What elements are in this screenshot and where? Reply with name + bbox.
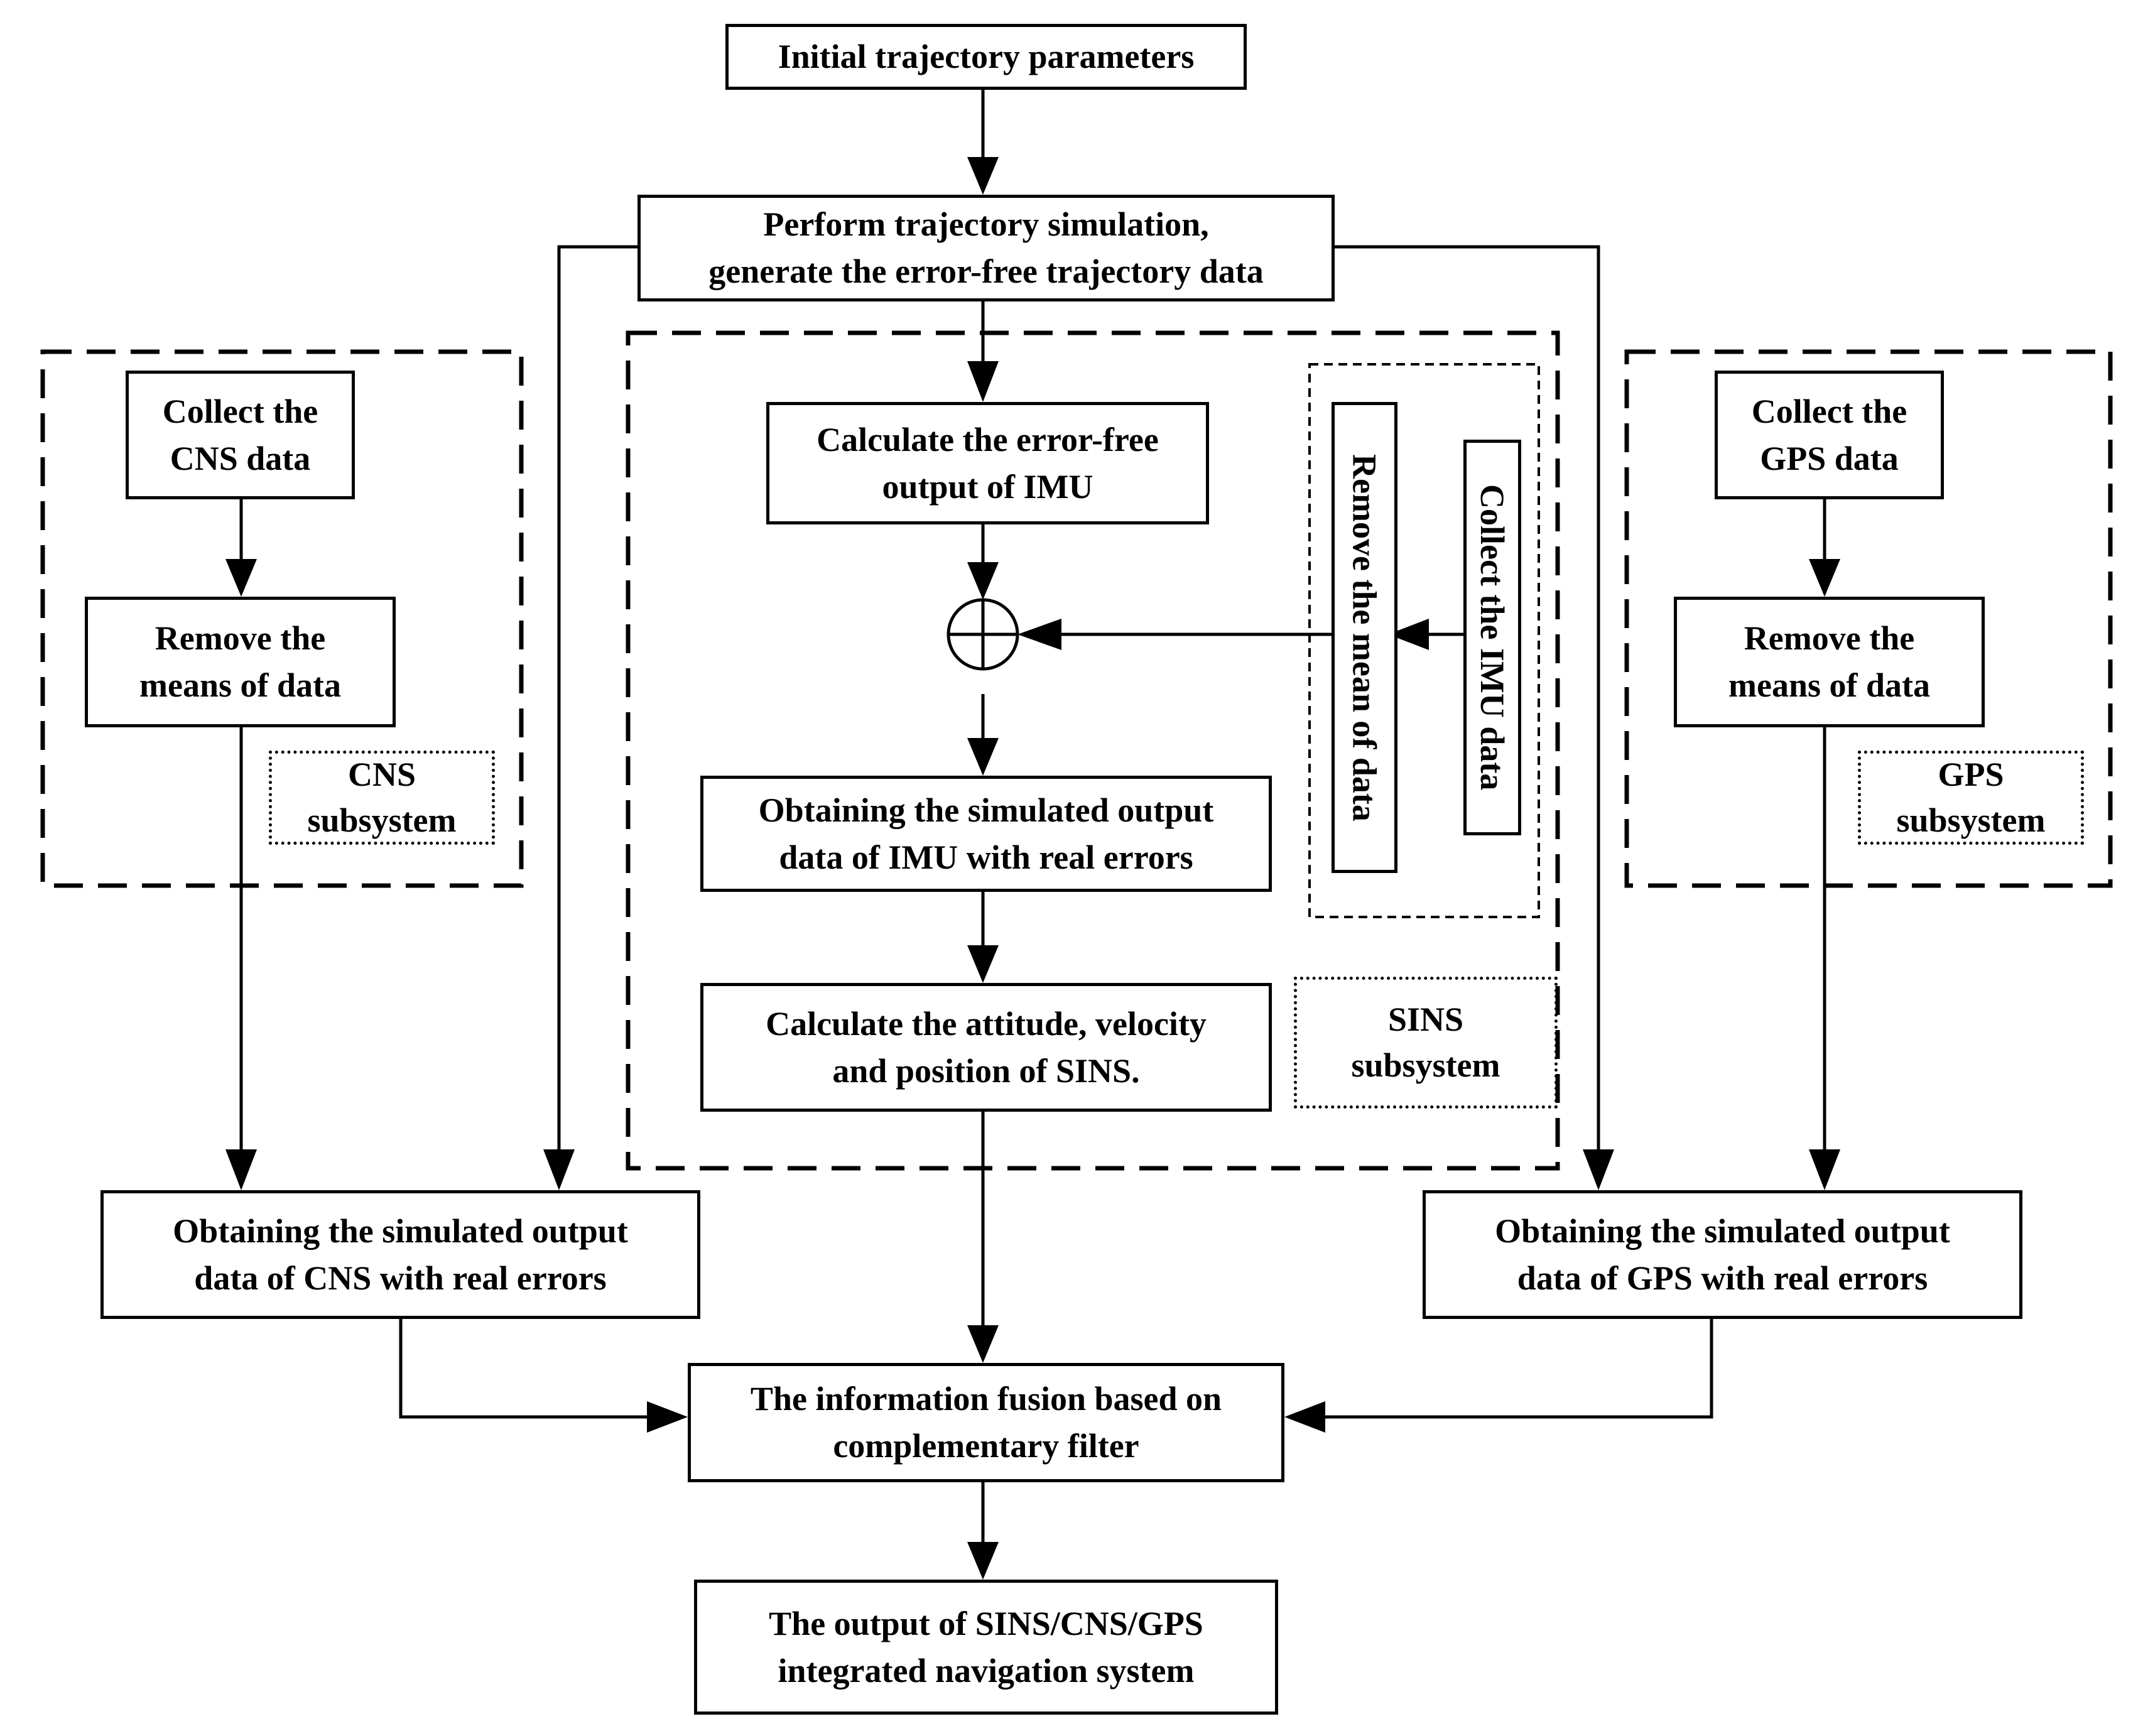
box-text: Remove the	[155, 619, 326, 658]
box-text: generate the error-free trajectory data	[708, 252, 1264, 290]
box-text: Obtaining the simulated output	[1495, 1212, 1950, 1250]
arrowhead-icon	[225, 559, 257, 597]
box-text: Remove the	[1744, 619, 1915, 658]
arrowhead-icon	[647, 1401, 688, 1433]
box-text: output of IMU	[882, 467, 1093, 506]
box-text: Remove the mean of data	[1345, 453, 1384, 822]
label-text: subsystem	[1896, 801, 2046, 839]
imu-simulated-output-box: Obtaining the simulated output data of I…	[700, 776, 1272, 892]
arrowhead-icon	[543, 1149, 575, 1190]
box-text: Obtaining the simulated output	[173, 1212, 628, 1250]
imu-data-frame	[1308, 363, 1540, 918]
label-text: SINS	[1387, 1001, 1464, 1039]
cns-collect-box: Collect the CNS data	[126, 371, 355, 499]
box-text: complementary filter	[833, 1427, 1139, 1465]
sins-subsystem-frame	[626, 330, 1560, 1171]
box-text: and position of SINS.	[832, 1051, 1140, 1090]
arrow-simulation-to-cns-output	[557, 245, 637, 1181]
imu-calc-box: Calculate the error-free output of IMU	[766, 402, 1209, 524]
arrowhead-icon	[1809, 559, 1840, 597]
arrowhead-icon	[1583, 1149, 1614, 1190]
arrow-cns-output-to-fusion	[399, 1316, 678, 1419]
arrowhead-icon	[967, 1542, 999, 1580]
box-text: means of data	[139, 666, 341, 704]
box-text: data of GPS with real errors	[1517, 1259, 1928, 1297]
imu-remove-mean-box: Remove the mean of data	[1332, 402, 1397, 873]
box-text: Perform trajectory simulation,	[763, 205, 1209, 244]
initial-parameters-box: Initial trajectory parameters	[725, 24, 1247, 90]
cns-output-box: Obtaining the simulated output data of C…	[100, 1190, 700, 1319]
gps-collect-box: Collect the GPS data	[1715, 371, 1944, 499]
box-text: The output of SINS/CNS/GPS	[769, 1604, 1203, 1642]
label-text: subsystem	[1351, 1046, 1500, 1084]
arrowhead-icon	[967, 1325, 999, 1363]
box-text: Calculate the error-free	[817, 420, 1159, 458]
arrowhead-icon	[1284, 1401, 1325, 1433]
sins-subsystem-label: SINS subsystem	[1294, 977, 1558, 1109]
cns-subsystem-frame	[40, 349, 524, 888]
arrowhead-icon	[967, 945, 999, 983]
box-text: The information fusion based on	[750, 1380, 1222, 1418]
arrowhead-icon	[967, 738, 999, 776]
box-text: Collect the IMU data	[1473, 484, 1511, 791]
box-text: GPS data	[1760, 439, 1899, 477]
cns-remove-mean-box: Remove the means of data	[85, 597, 396, 727]
sins-calc-box: Calculate the attitude, velocity and pos…	[700, 983, 1272, 1112]
final-output-box: The output of SINS/CNS/GPS integrated na…	[694, 1580, 1278, 1715]
box-text: CNS data	[170, 439, 311, 477]
arrowhead-icon	[1388, 619, 1429, 650]
gps-subsystem-label: GPS subsystem	[1858, 751, 2084, 845]
box-text: means of data	[1728, 666, 1930, 704]
imu-collect-box: Collect the IMU data	[1463, 440, 1521, 835]
gps-subsystem-frame	[1624, 349, 2113, 888]
arrowhead-icon	[967, 562, 999, 600]
label-text: CNS	[347, 756, 416, 794]
arrowhead-icon	[1809, 1149, 1840, 1190]
box-text: Initial trajectory parameters	[778, 38, 1195, 76]
box-text: data of CNS with real errors	[194, 1259, 607, 1297]
box-text: Collect the	[1751, 392, 1907, 430]
fusion-box: The information fusion based on compleme…	[688, 1363, 1284, 1482]
box-text: Collect the	[162, 392, 318, 430]
box-text: data of IMU with real errors	[779, 838, 1193, 876]
arrowhead-icon	[967, 157, 999, 195]
label-text: subsystem	[307, 801, 457, 839]
label-text: GPS	[1938, 756, 2004, 794]
arrow-gps-output-to-fusion	[1294, 1316, 1713, 1419]
box-text: integrated navigation system	[778, 1651, 1195, 1690]
box-text: Obtaining the simulated output	[758, 791, 1214, 829]
gps-output-box: Obtaining the simulated output data of G…	[1423, 1190, 2022, 1319]
trajectory-simulation-box: Perform trajectory simulation, generate …	[637, 195, 1335, 301]
cns-subsystem-label: CNS subsystem	[269, 751, 495, 845]
arrowhead-icon	[225, 1149, 257, 1190]
gps-remove-mean-box: Remove the means of data	[1674, 597, 1985, 727]
arrowhead-icon	[967, 361, 999, 402]
arrow-simulation-to-gps-output	[1332, 245, 1600, 1181]
arrowhead-icon	[1017, 619, 1061, 650]
box-text: Calculate the attitude, velocity	[766, 1004, 1207, 1043]
